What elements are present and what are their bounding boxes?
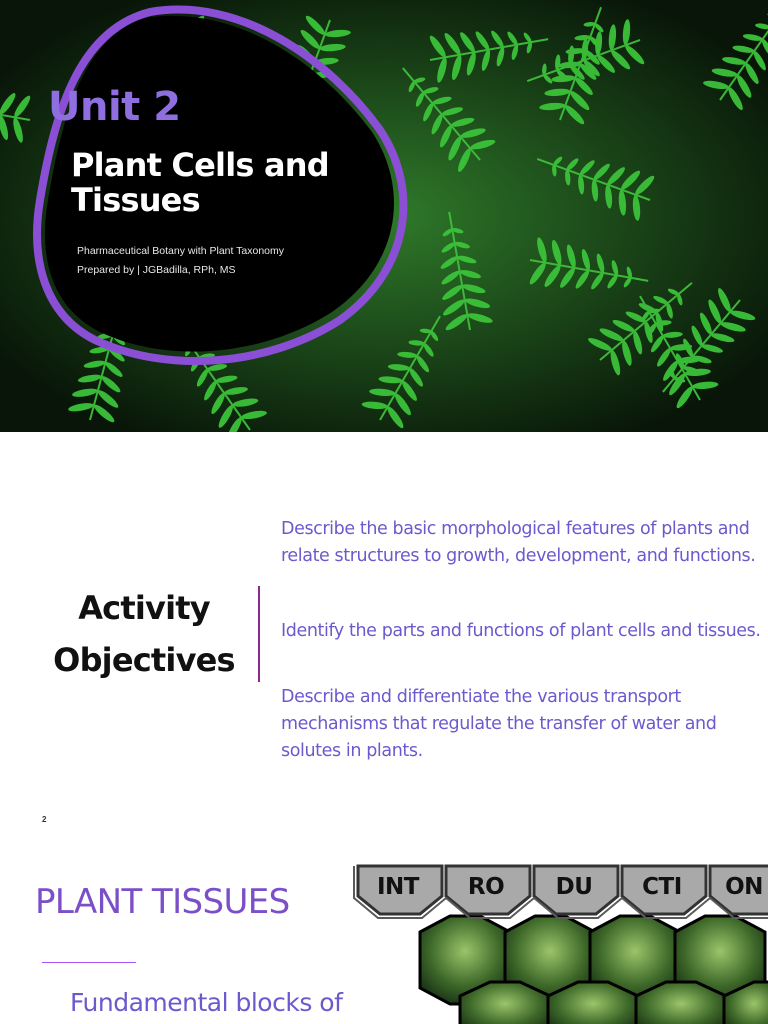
tissues-subtitle: Fundamental blocks of	[70, 988, 343, 1017]
title-blob-shape	[33, 5, 408, 366]
hexagon-banner	[353, 864, 768, 1024]
hex-label: CTI	[642, 874, 682, 900]
objective-item: Describe the basic morphological feature…	[281, 519, 756, 566]
course-name: Pharmaceutical Botany with Plant Taxonom…	[77, 245, 284, 257]
plant-tissues-slide: INT RO DU CTI ON PLANT TISSUES Fundament…	[0, 836, 768, 1024]
hex-label: RO	[467, 874, 505, 900]
unit-label: Unit 2	[48, 84, 181, 130]
title-line-2: Tissues	[71, 181, 201, 219]
objectives-slide: Activity Objectives Describe the basic m…	[0, 432, 768, 836]
hex-label: DU	[555, 874, 593, 900]
hex-label: ON	[725, 874, 763, 900]
heading-line-1: Activity	[78, 589, 210, 627]
objective-item: Identify the parts and functions of plan…	[281, 621, 761, 641]
vertical-divider	[258, 586, 260, 682]
hex-label: INT	[377, 874, 420, 900]
objectives-heading: Activity Objectives	[44, 582, 244, 686]
heading-line-2: Objectives	[53, 641, 235, 679]
author-credit: Prepared by | JGBadilla, RPh, MS	[77, 264, 236, 276]
title-slide: Unit 2 Plant Cells and Tissues Pharmaceu…	[0, 0, 768, 432]
objective-item: Describe and differentiate the various t…	[281, 687, 717, 761]
title-underline	[42, 962, 136, 963]
title-line-1: Plant Cells and	[71, 146, 330, 184]
tissues-title: PLANT TISSUES	[35, 882, 290, 922]
slide-title: Plant Cells and Tissues	[71, 148, 371, 218]
slide-subtitle: Pharmaceutical Botany with Plant Taxonom…	[77, 242, 284, 280]
page-number: 2	[42, 815, 47, 824]
